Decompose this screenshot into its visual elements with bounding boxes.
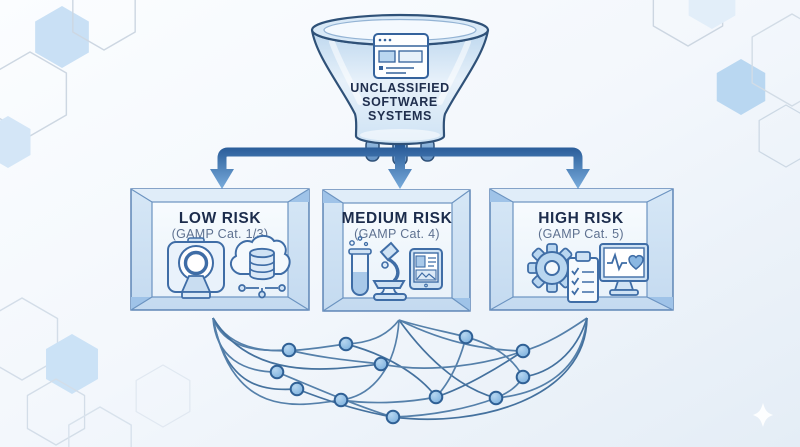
risk-box-medium-title: MEDIUM RISK: [342, 210, 453, 227]
arrowhead-right: [566, 169, 590, 189]
mri-scanner-icon: [167, 237, 225, 299]
network-node: [373, 356, 389, 372]
microscope-icon: [372, 241, 407, 301]
network-nodes: [269, 329, 531, 425]
risk-box-high-title: HIGH RISK: [538, 210, 624, 227]
risk-box-medium-subtitle: (GAMP Cat. 4): [354, 227, 440, 241]
risk-box-low: LOW RISK (GAMP Cat. 1/3): [130, 188, 310, 311]
funnel: UNCLASSIFIED SOFTWARE SYSTEMS: [310, 13, 490, 146]
network-node: [269, 364, 285, 380]
patient-monitor-icon: [599, 243, 649, 296]
risk-box-medium: MEDIUM RISK (GAMP Cat. 4): [322, 189, 471, 312]
sparkle-icon: [753, 403, 773, 427]
network-node: [289, 381, 305, 397]
network-node: [338, 336, 354, 352]
test-tube-icon: [348, 236, 372, 296]
network-node: [428, 389, 444, 405]
risk-box-high-subtitle: (GAMP Cat. 5): [538, 227, 624, 241]
arrowhead-left: [210, 169, 234, 189]
risk-box-high: HIGH RISK (GAMP Cat. 5): [489, 188, 674, 311]
risk-box-low-title: LOW RISK: [179, 210, 261, 227]
network-node: [458, 329, 474, 345]
arrowhead-middle: [388, 169, 412, 189]
cloud-database-icon: [229, 234, 291, 299]
funnel-label-line3: SYSTEMS: [368, 109, 432, 123]
network-node: [281, 342, 297, 358]
funnel-label-line1: UNCLASSIFIED: [350, 81, 450, 95]
network-node: [515, 343, 531, 359]
network-node: [515, 369, 531, 385]
tablet-report-icon: [409, 248, 443, 290]
checklist-clipboard-icon: [567, 251, 599, 303]
funnel-label-line2: SOFTWARE: [362, 95, 438, 109]
browser-window-icon: [373, 33, 429, 79]
network-node: [333, 392, 349, 408]
network-node: [385, 409, 401, 425]
network-node: [488, 390, 504, 406]
flow-arrows: [210, 144, 590, 189]
